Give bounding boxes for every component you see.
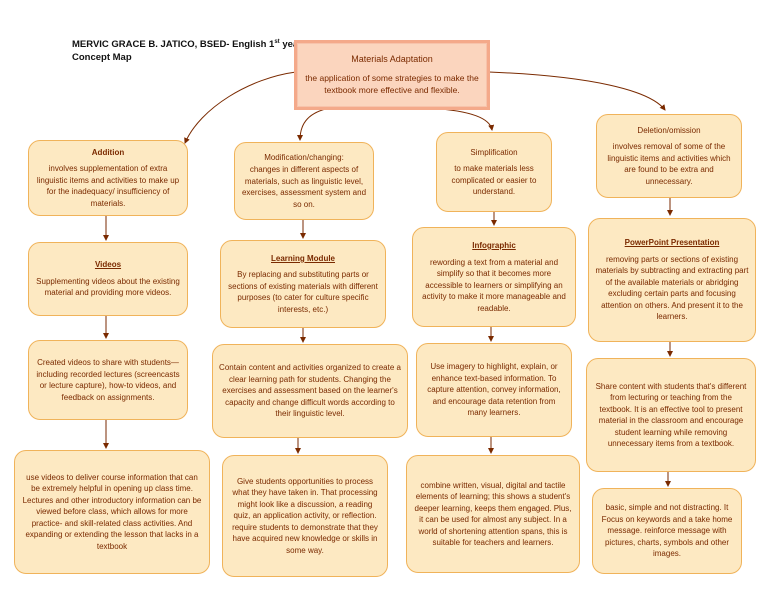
header: MERVIC GRACE B. JATICO, BSED- English 1s… (72, 36, 302, 64)
year-suffix: st (274, 39, 280, 45)
deletion-node: Deletion/omission involves removal of so… (596, 114, 742, 198)
share-content-desc: Share content with students that's diffe… (595, 381, 747, 449)
arrow-root-modification (297, 107, 331, 141)
deletion-title: Deletion/omission (637, 125, 701, 135)
infographic-desc: rewording a text from a material and sim… (422, 257, 566, 313)
created-videos-desc: Created videos to share with students—in… (36, 358, 180, 402)
use-videos-node: use videos to deliver course information… (14, 450, 210, 574)
year-text: year (279, 39, 302, 51)
share-content-node: Share content with students that's diffe… (586, 358, 756, 472)
author-line: MERVIC GRACE B. JATICO, BSED- English 1s… (72, 36, 302, 51)
infographic-title: Infographic (472, 241, 516, 250)
addition-title: Addition (91, 147, 125, 157)
simplification-title: Simplification (470, 147, 518, 157)
combine-desc: combine written, visual, digital and tac… (414, 480, 572, 548)
learning-module-title: Learning Module (271, 253, 335, 263)
videos-desc: Supplementing videos about the existing … (36, 276, 180, 298)
root-title: Materials Adaptation (351, 53, 433, 64)
doc-title: Concept Map (72, 52, 132, 64)
videos-title: Videos (94, 260, 122, 270)
arrow-root-addition (184, 71, 297, 144)
arrow-root-simplification (424, 107, 495, 131)
root-materials-adaptation: Materials Adaptation the application of … (294, 40, 490, 110)
basic-simple-desc: basic, simple and not distracting. It Fo… (601, 503, 733, 559)
give-opportunities-node: Give students opportunities to process w… (222, 455, 388, 577)
deletion-desc: involves removal of some of the linguist… (607, 142, 731, 186)
simplification-node: Simplification to make materials less co… (436, 132, 552, 212)
use-videos-desc: use videos to deliver course information… (22, 472, 202, 551)
modification-desc: changes in different aspects of material… (241, 165, 367, 209)
powerpoint-desc: removing parts or sections of existing m… (595, 254, 749, 322)
simplification-desc: to make materials less complicated or ea… (451, 164, 537, 196)
modification-title: Modification/changing: (264, 152, 344, 162)
learning-module-node: Learning Module By replacing and substit… (220, 240, 386, 328)
addition-desc: involves supplementation of extra lingui… (36, 164, 180, 208)
author-text: MERVIC GRACE B. JATICO, BSED- English 1 (72, 39, 275, 51)
give-opportunities-desc: Give students opportunities to process w… (232, 476, 378, 555)
addition-node: Addition involves supplementation of ext… (28, 140, 188, 216)
videos-node: Videos Supplementing videos about the ex… (28, 242, 188, 316)
basic-simple-node: basic, simple and not distracting. It Fo… (592, 488, 742, 574)
learning-module-desc: By replacing and substituting parts or s… (228, 270, 378, 314)
contain-content-desc: Contain content and activities organized… (219, 363, 401, 419)
root-desc: the application of some strategies to ma… (305, 73, 479, 95)
powerpoint-title: PowerPoint Presentation (624, 238, 720, 248)
arrow-root-deletion (488, 71, 666, 111)
imagery-desc: Use imagery to highlight, explain, or en… (427, 362, 561, 418)
imagery-node: Use imagery to highlight, explain, or en… (416, 343, 572, 437)
modification-node: Modification/changing: changes in differ… (234, 142, 374, 220)
infographic-node: Infographic rewording a text from a mate… (412, 227, 576, 327)
combine-node: combine written, visual, digital and tac… (406, 455, 580, 573)
powerpoint-node: PowerPoint Presentation removing parts o… (588, 218, 756, 342)
contain-content-node: Contain content and activities organized… (212, 344, 408, 438)
created-videos-node: Created videos to share with students—in… (28, 340, 188, 420)
